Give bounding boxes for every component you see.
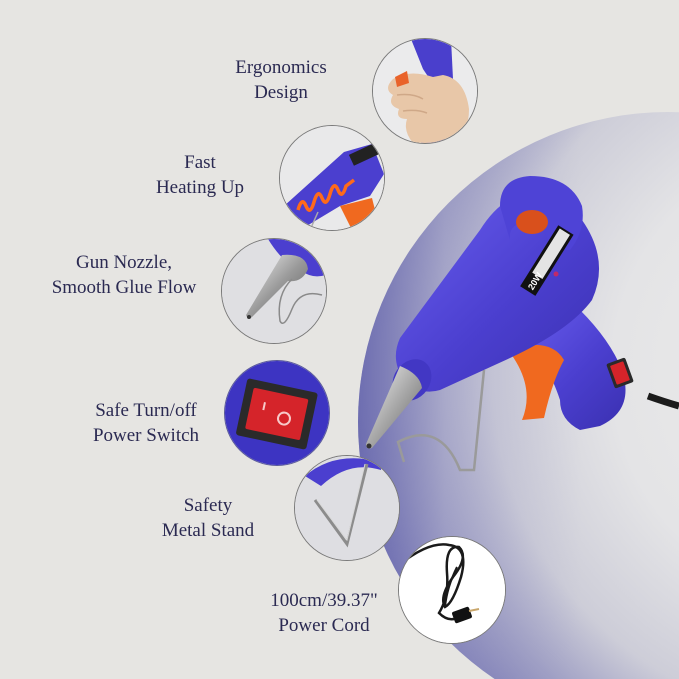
feature-line1: Fast: [184, 152, 216, 173]
feature-label-nozzle: Gun Nozzle, Smooth Glue Flow: [46, 250, 202, 300]
feature-line1: Safety: [183, 495, 233, 516]
heating-element-image: [279, 125, 385, 231]
feature-line1: 100cm/39.37": [270, 590, 378, 611]
feature-label-stand: Safety Metal Stand: [158, 493, 258, 543]
feature-line2: Heating Up: [155, 177, 245, 198]
glue-gun-image: 20W: [360, 170, 679, 480]
feature-line1: Safe Turn/off: [95, 400, 197, 421]
hand-grip-image: [372, 38, 478, 144]
feature-line2: Power Switch: [92, 425, 200, 446]
feature-line1: Gun Nozzle,: [75, 252, 173, 273]
feature-label-ergonomics: Ergonomics Design: [226, 55, 336, 105]
feature-line2: Smooth Glue Flow: [51, 277, 197, 298]
feature-label-cord: 100cm/39.37" Power Cord: [268, 588, 380, 638]
feature-label-heating: Fast Heating Up: [150, 150, 250, 200]
power-switch-image: [224, 360, 330, 466]
feature-line2: Metal Stand: [161, 520, 255, 541]
feature-line1: Ergonomics: [235, 57, 327, 78]
nozzle-image: [221, 238, 327, 344]
power-cord-image: [398, 536, 506, 644]
metal-stand-image: [294, 455, 400, 561]
feature-line2: Power Cord: [278, 615, 370, 636]
feature-line2: Design: [254, 82, 308, 103]
feature-label-switch: Safe Turn/off Power Switch: [88, 398, 204, 448]
